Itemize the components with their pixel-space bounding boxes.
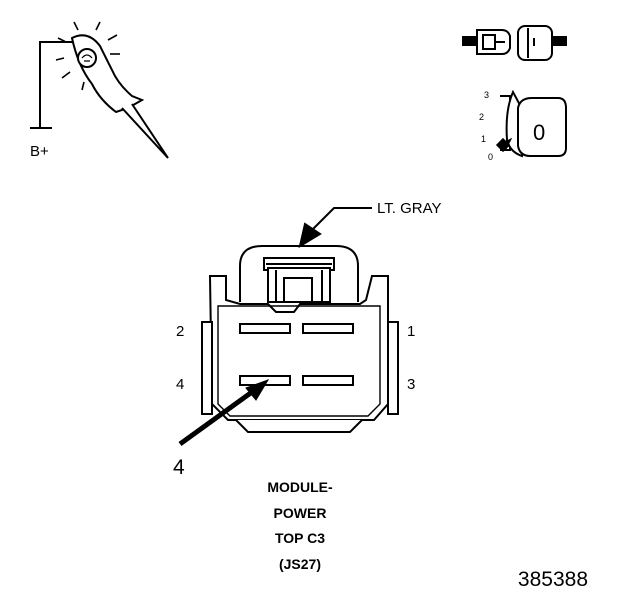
pin-label-1: 1 (407, 323, 415, 340)
ignition-switch-icon (495, 89, 567, 158)
probe-label: B+ (30, 143, 49, 160)
connector-name-line-2: POWER (274, 505, 327, 521)
pin-label-3: 3 (407, 376, 415, 393)
pin-label-2: 2 (176, 323, 184, 340)
connector-face (201, 245, 399, 433)
terminal-callout-label: 4 (173, 456, 185, 479)
wire-color-label: LT. GRAY (377, 200, 441, 217)
wire-color-leader (298, 207, 372, 249)
probe-ground-lead (39, 41, 75, 128)
connector-name-line-1: MODULE- (267, 479, 333, 495)
ignition-pos-2: 2 (479, 112, 484, 122)
bulb-icon (77, 48, 97, 68)
terminal-cavity-3 (302, 375, 354, 386)
terminal-callout-arrow (178, 379, 270, 447)
ignition-pos-0: 0 (488, 152, 493, 162)
key-icon (517, 97, 567, 157)
connector-name-line-3: TOP C3 (275, 530, 325, 546)
connector-lock-tab (239, 245, 359, 302)
test-light-probe (30, 21, 169, 159)
probe-tip (121, 103, 169, 159)
figure-number: 385388 (518, 568, 588, 591)
disconnected-connector-icon (462, 25, 567, 61)
ignition-pos-1: 1 (481, 134, 486, 144)
pin-label-4: 4 (176, 376, 184, 393)
ignition-key-label: 0 (533, 120, 545, 145)
terminal-cavity-1 (302, 323, 354, 334)
probe-body (70, 34, 145, 114)
terminal-cavity-2 (239, 323, 291, 334)
ignition-pos-3: 3 (484, 90, 489, 100)
connector-name-line-4: (JS27) (279, 556, 321, 572)
light-rays-icon (55, 21, 120, 91)
